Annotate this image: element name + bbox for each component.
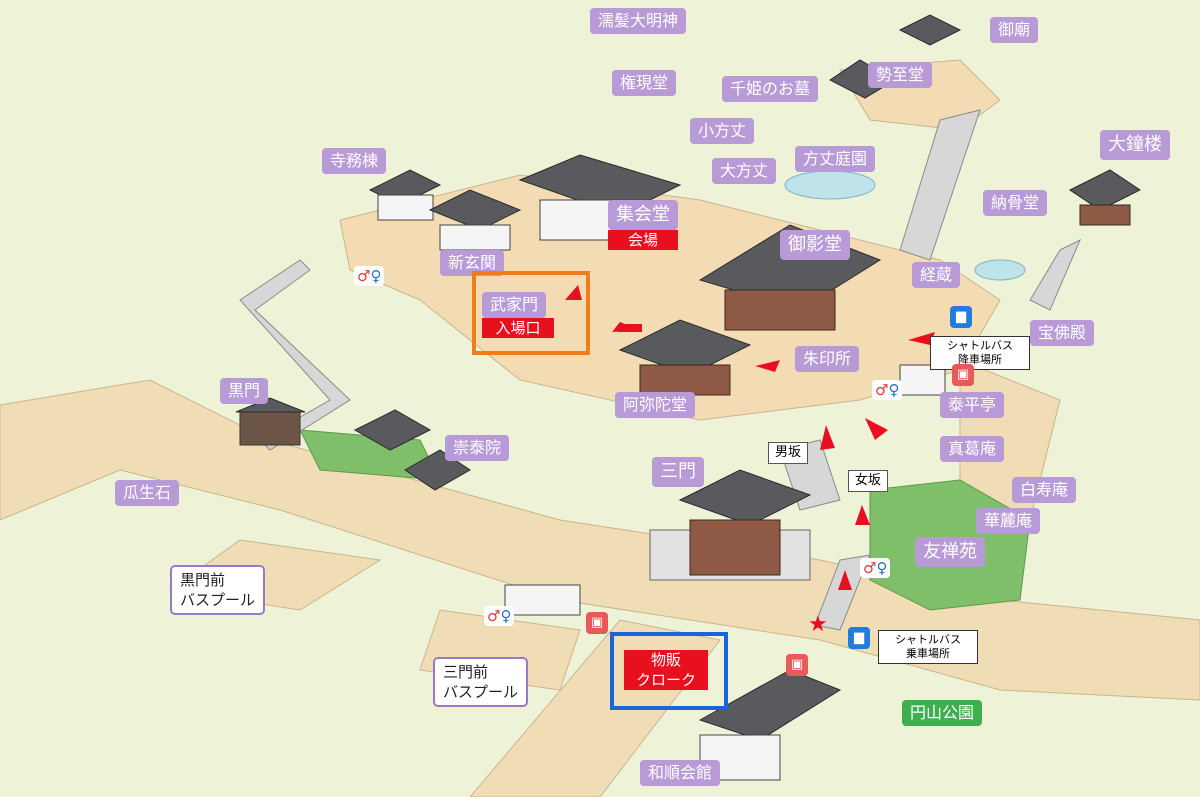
shuttle-pickup[interactable]: シャトルバス 乗車場所 — [878, 630, 978, 664]
star-icon: ★ — [808, 612, 828, 637]
label-kyozo[interactable]: 経蔵 — [912, 262, 961, 288]
arrow-icon — [565, 285, 582, 300]
taiheitei-building — [899, 364, 946, 396]
label-jimuto[interactable]: 寺務棟 — [322, 148, 387, 174]
front-stairs — [814, 554, 871, 631]
label-nure[interactable]: 濡髪大明神 — [590, 8, 687, 34]
entrance-highlight — [472, 271, 590, 355]
label-kohojo[interactable]: 小方丈 — [690, 118, 755, 144]
label-otokozaka[interactable]: 男坂 — [768, 442, 809, 464]
shop-icon: ▣ — [586, 612, 608, 634]
bus-icon: ▆ — [848, 627, 870, 649]
sanmon-building — [649, 469, 812, 581]
label-hakujuan[interactable]: 白寿庵 — [1012, 477, 1077, 503]
route-arrows — [565, 285, 935, 590]
label-shinkuzuan[interactable]: 真葛庵 — [940, 436, 1005, 462]
label-gongendo[interactable]: 権現堂 — [612, 70, 677, 96]
label-daishoro[interactable]: 大鐘楼 — [1100, 130, 1170, 160]
label-seishido[interactable]: 勢至堂 — [868, 62, 933, 88]
toilet-icon: ♂♀ — [484, 606, 515, 626]
toilet-icon: ♂♀ — [872, 380, 903, 400]
label-shuinjo[interactable]: 朱印所 — [795, 346, 860, 372]
sanmon-bus-pool-line2: バスプール — [443, 683, 519, 701]
label-nokotsudo[interactable]: 納骨堂 — [983, 190, 1048, 216]
shuttle-dropoff-line2: 降車場所 — [958, 353, 1002, 366]
label-gobyo[interactable]: 御廟 — [990, 17, 1039, 43]
label-wajunkaikan[interactable]: 和順会館 — [640, 760, 721, 786]
bell-stairs — [1029, 238, 1081, 311]
shop-icon: ▣ — [786, 654, 808, 676]
shuttle-pickup-line2: 乗車場所 — [906, 647, 950, 660]
label-hobutsuden[interactable]: 宝佛殿 — [1030, 320, 1095, 346]
arrow-icon — [855, 505, 870, 525]
shuttle-pickup-line1: シャトルバス — [895, 633, 961, 646]
kuromon-bus-pool[interactable]: 黒門前 バスプール — [170, 565, 266, 615]
label-mieido[interactable]: 御影堂 — [780, 230, 850, 260]
daishoro-building — [1069, 169, 1141, 226]
kuromon-bus-pool-line2: バスプール — [180, 591, 256, 609]
label-amidado[interactable]: 阿弥陀堂 — [615, 392, 696, 418]
label-daihojo[interactable]: 大方丈 — [712, 158, 777, 184]
toilet-icon: ♂♀ — [354, 266, 385, 286]
label-onnazaka[interactable]: 女坂 — [848, 470, 889, 492]
arrow-icon — [838, 570, 852, 590]
toilet-icon: ♂♀ — [860, 558, 891, 578]
west-stairs — [239, 259, 351, 451]
label-yuzenen[interactable]: 友禅苑 — [915, 537, 985, 567]
amidado-building — [618, 319, 752, 396]
label-buppan[interactable]: 物販 — [624, 650, 708, 670]
label-bukemon[interactable]: 武家門 — [482, 292, 547, 318]
label-kuromon[interactable]: 黒門 — [220, 378, 269, 404]
label-sanmon[interactable]: 三門 — [652, 457, 704, 487]
sanmon-bus-pool[interactable]: 三門前 バスプール — [433, 657, 529, 707]
sanmon-bus-pool-line1: 三門前 — [443, 663, 489, 681]
kyozo-pond — [974, 259, 1026, 281]
arrow-icon — [908, 332, 935, 345]
label-urigoishi[interactable]: 瓜生石 — [115, 480, 180, 506]
label-karoan[interactable]: 華麓庵 — [976, 508, 1041, 534]
rest-house-building — [504, 584, 581, 616]
label-maruyama[interactable]: 円山公園 — [902, 700, 983, 726]
label-kaijo[interactable]: 会場 — [608, 230, 678, 250]
kuromon-bus-pool-line1: 黒門前 — [180, 571, 226, 589]
shuttle-dropoff-line1: シャトルバス — [947, 339, 1013, 352]
arrow-icon — [618, 324, 642, 332]
shop-icon: ▣ — [952, 364, 974, 386]
label-nyujoguchi[interactable]: 入場口 — [482, 318, 554, 338]
label-senhime[interactable]: 千姫のお墓 — [722, 76, 819, 102]
shuttle-dropoff[interactable]: シャトルバス 降車場所 — [930, 336, 1030, 370]
bus-icon: ▆ — [950, 306, 972, 328]
label-sutaiin[interactable]: 崇泰院 — [445, 435, 510, 461]
gobyo-building — [829, 14, 962, 99]
kuromon-building — [235, 397, 306, 446]
label-cloak[interactable]: クローク — [624, 670, 708, 690]
jimuto-building — [368, 169, 442, 221]
label-shukaido[interactable]: 集会堂 — [608, 200, 678, 230]
arrow-icon — [820, 425, 835, 450]
shop-highlight — [610, 632, 728, 710]
east-stairs — [899, 109, 981, 261]
label-hojoteien[interactable]: 方丈庭園 — [795, 146, 876, 172]
label-taiheitei[interactable]: 泰平亭 — [940, 392, 1005, 418]
arrow-icon — [865, 418, 888, 440]
arrow-icon — [755, 360, 780, 372]
